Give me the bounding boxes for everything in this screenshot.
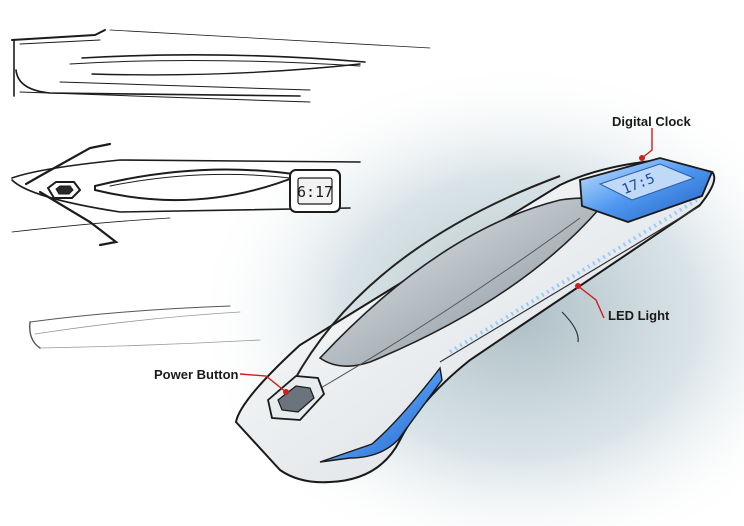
blue-accent-strip: [319, 366, 443, 463]
callout-digital-clock: Digital Clock: [612, 114, 691, 129]
callout-dots: [283, 155, 645, 395]
power-button: [277, 385, 315, 413]
sketch-top-view: [11, 142, 361, 247]
callout-led-light: LED Light: [608, 308, 670, 323]
sketch-side-profile: [11, 29, 431, 103]
callout-leaders: [239, 128, 653, 393]
sketch-faint-profile: [29, 305, 261, 349]
callout-power-button: Power Button: [154, 367, 239, 382]
sketch-clock-readout: 6:17: [297, 183, 333, 201]
device-body: [234, 158, 716, 484]
led-strip: [448, 196, 702, 354]
rendered-device: [234, 157, 716, 484]
